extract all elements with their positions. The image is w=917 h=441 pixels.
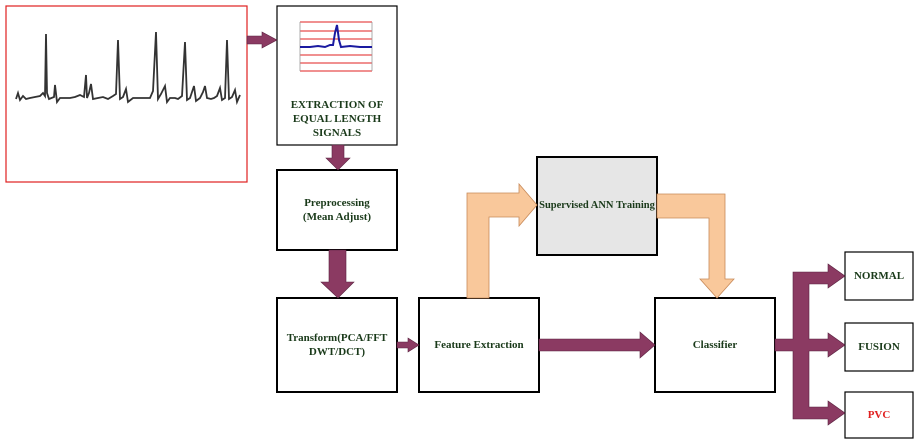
arrow-classifier-to-outputs — [775, 264, 845, 425]
pvc-box — [845, 392, 913, 438]
arrow-feature-to-classifier — [539, 332, 655, 358]
training-box — [537, 157, 657, 255]
arrow-transform-to-feature — [397, 338, 419, 352]
arrow-training-to-classifier — [657, 194, 734, 298]
arrow-preprocessing-to-transform — [321, 250, 354, 298]
classifier-box — [655, 298, 775, 392]
arrow-extraction-to-preprocessing — [326, 145, 350, 170]
fusion-box — [845, 323, 913, 371]
arrow-feature-to-training — [467, 184, 537, 298]
transform-box — [277, 298, 397, 392]
preprocessing-box — [277, 170, 397, 250]
arrow-ecg-to-extraction — [247, 32, 277, 48]
feature-box — [419, 298, 539, 392]
normal-box — [845, 252, 913, 300]
